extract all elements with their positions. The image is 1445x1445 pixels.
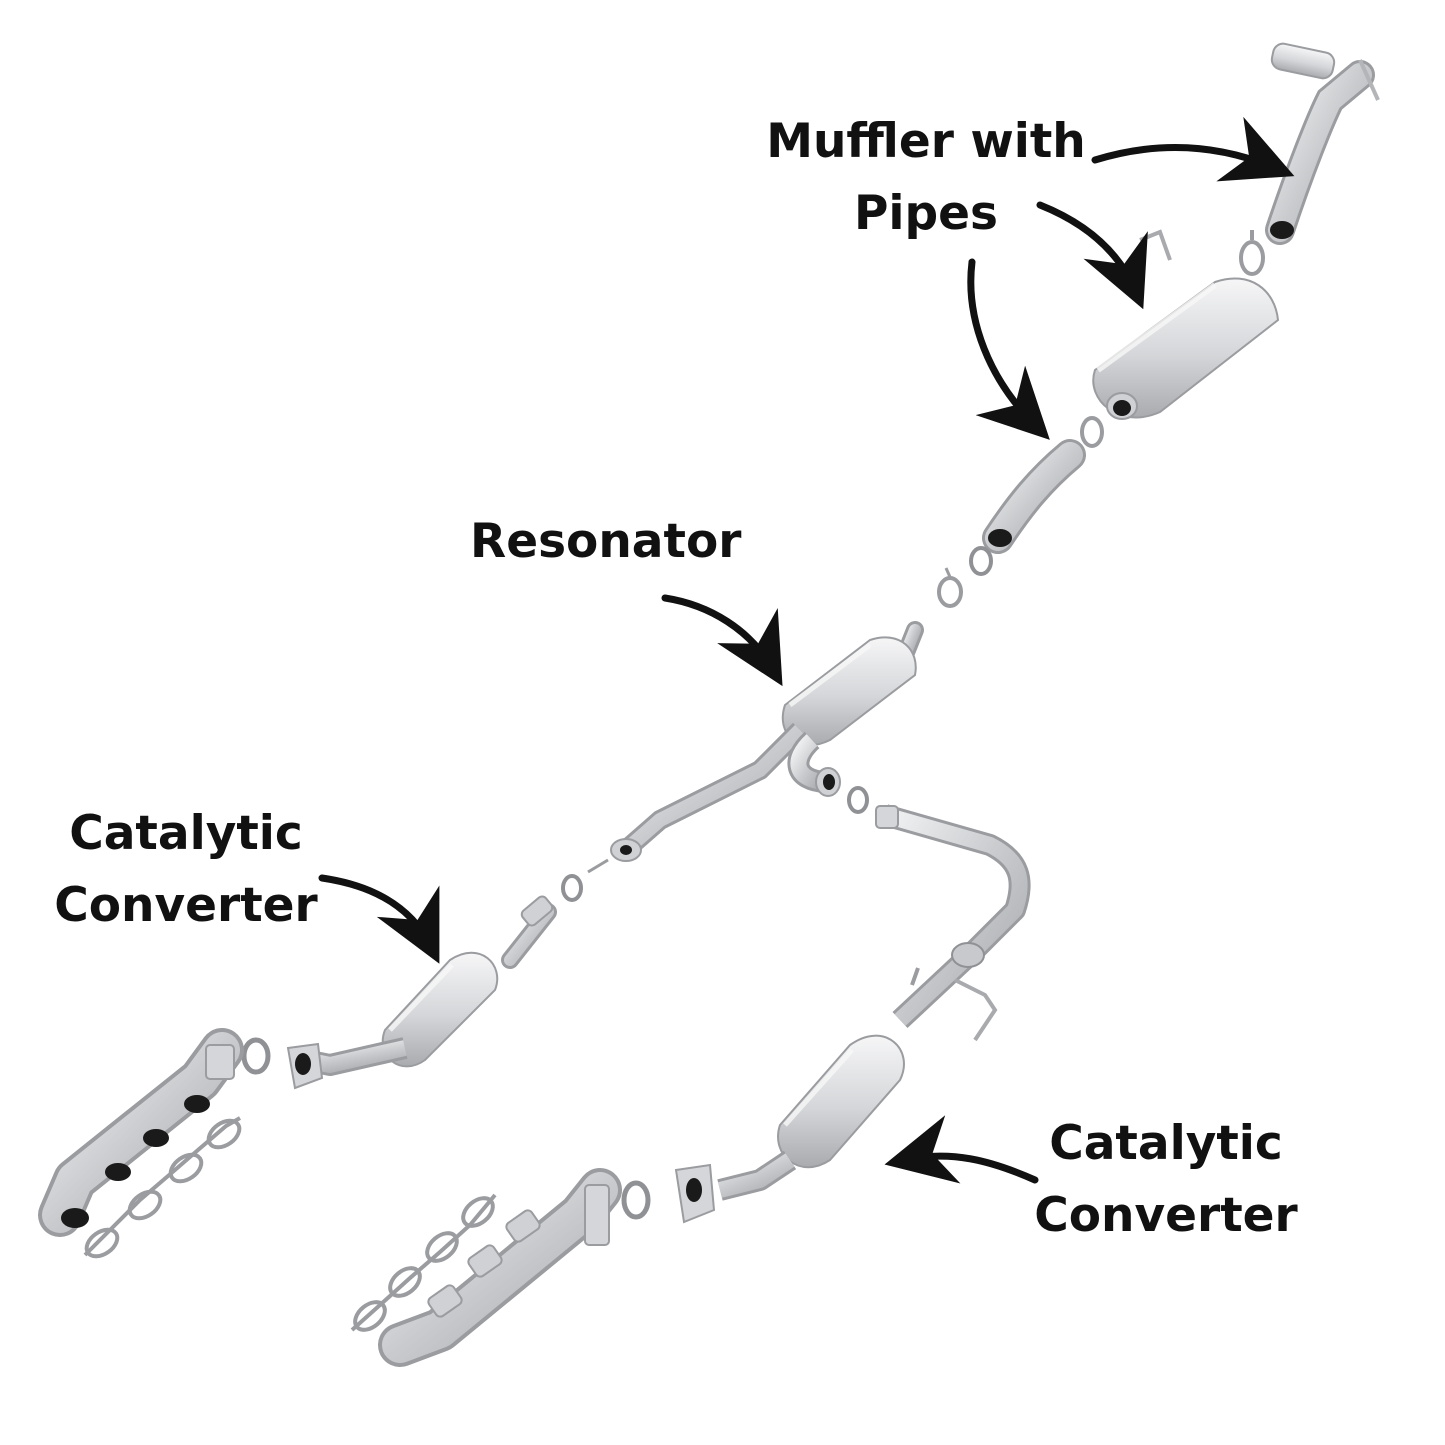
label-muffler-line1: Muffler with — [766, 114, 1086, 169]
front-gaskets — [561, 786, 869, 902]
arrow-to-tailpipe — [1091, 116, 1295, 182]
label-catalytic-converter-right: Catalytic Converter — [1020, 1108, 1312, 1252]
label-cat-right-line2: Converter — [1034, 1188, 1298, 1243]
tailpipe-clamp — [1239, 230, 1265, 276]
left-manifold-gasket — [241, 1037, 271, 1075]
label-muffler-with-pipes: Muffler with Pipes — [765, 106, 1087, 250]
intermediate-pipe — [982, 439, 1086, 554]
muffler-clamp — [1080, 416, 1104, 448]
tailpipe-outlet — [1270, 221, 1294, 239]
arrow-to-resonator — [661, 594, 783, 687]
intermediate-gaskets — [937, 546, 993, 608]
arrow-to-catalytic-left — [318, 874, 440, 964]
label-cat-left-line1: Catalytic — [69, 806, 303, 861]
label-cat-left-line2: Converter — [54, 878, 318, 933]
label-muffler-line2: Pipes — [853, 186, 999, 241]
left-manifold-flange-gasket — [83, 1116, 242, 1259]
label-cat-right-line1: Catalytic — [1049, 1116, 1283, 1171]
right-downpipe — [875, 804, 1031, 1042]
arrow-to-muffler — [1036, 201, 1148, 310]
tailpipe — [1265, 42, 1380, 245]
arrow-to-catalytic-right — [884, 1115, 1039, 1184]
catalytic-converter-right — [674, 1034, 905, 1224]
exhaust-manifold-left — [38, 1028, 244, 1237]
exhaust-manifold-right — [378, 1168, 622, 1367]
resonator — [587, 621, 924, 874]
label-resonator: Resonator — [470, 506, 742, 578]
right-manifold-flange-gasket — [350, 1193, 497, 1332]
catalytic-converter-left — [286, 895, 557, 1090]
callout-arrows — [318, 116, 1295, 1184]
right-manifold-gasket — [621, 1180, 651, 1220]
label-catalytic-converter-left: Catalytic Converter — [40, 798, 332, 942]
muffler — [1092, 229, 1280, 420]
flex-joint — [951, 942, 985, 968]
arrow-to-intermediate-pipe — [967, 258, 1050, 440]
label-resonator-line1: Resonator — [470, 514, 742, 569]
